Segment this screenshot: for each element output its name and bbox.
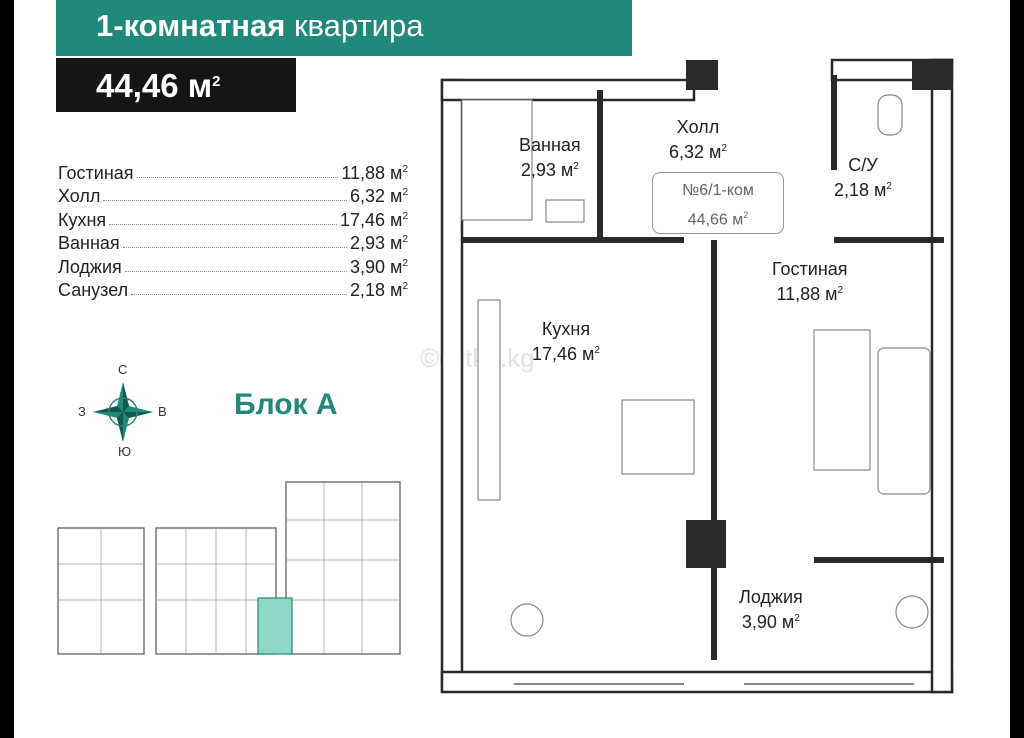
room-name: Холл: [58, 186, 101, 206]
title-bar: 1-комнатная квартира: [56, 0, 632, 56]
selected-unit-highlight: [257, 597, 293, 655]
total-area: 44,46 м: [96, 67, 213, 104]
unit-area: 44,66 м2: [687, 210, 749, 229]
watermark: ©elitka.kg: [420, 343, 535, 373]
room-area: 2,93 м2: [350, 233, 408, 253]
area-unit-sup: 2: [212, 73, 221, 90]
room-name: Кухня: [58, 209, 107, 230]
room-row: Гостиная 11,88 м2: [58, 160, 408, 184]
sofa-icon: [877, 347, 931, 495]
plant-icon: [510, 603, 544, 637]
building-key-plan: [54, 480, 414, 658]
room-row: Ванная 2,93 м2: [58, 231, 408, 255]
leader-dots: [103, 200, 348, 201]
room-row: Холл 6,32 м2: [58, 184, 408, 208]
coffee-table: [813, 329, 871, 471]
total-area-bar: 44,46 м2: [56, 58, 296, 112]
floor-plan-sheet: 1-комнатная квартира 44,46 м2 Гостиная 11…: [14, 0, 1010, 738]
room-name: Ванная: [58, 233, 120, 253]
dining-table: [621, 399, 695, 475]
plant-icon: [895, 595, 929, 629]
apartment-floor-plan: [440, 58, 954, 694]
unit-number-badge: №6/1-ком 44,66 м2: [652, 172, 784, 234]
room-area: 6,32 м2: [350, 186, 408, 206]
room-row: Лоджия 3,90 м2: [58, 254, 408, 278]
block-label: Блок А: [234, 388, 338, 421]
toilet-icon: [877, 94, 903, 136]
leader-dots: [131, 294, 348, 295]
compass-east: В: [158, 404, 167, 419]
room-list: Гостиная 11,88 м2 Холл 6,32 м2 Кухня 17,46 …: [58, 160, 408, 301]
sink-icon: [545, 199, 585, 223]
room-name: Гостиная: [58, 162, 134, 183]
room-area: 2,18 м2: [350, 280, 408, 300]
compass-rose: С Ю З В: [76, 362, 186, 462]
title-rooms: 1-комнатная: [96, 8, 286, 43]
compass-south: Ю: [118, 444, 132, 459]
bathtub-icon: [461, 99, 533, 221]
title-type: квартира: [293, 8, 424, 43]
room-name: Санузел: [58, 280, 129, 300]
room-area: 3,90 м2: [350, 256, 408, 277]
compass-north: С: [118, 362, 128, 377]
kitchen-counter: [477, 299, 501, 501]
room-name: Лоджия: [58, 256, 122, 277]
compass-west: З: [78, 404, 86, 419]
room-row: Кухня 17,46 м2: [58, 207, 408, 231]
leader-dots: [136, 176, 339, 178]
leader-dots: [122, 247, 348, 248]
room-row: Санузел 2,18 м2: [58, 278, 408, 302]
compass-star-icon: [93, 382, 153, 442]
room-area: 17,46 м2: [340, 209, 408, 230]
unit-number: №6/1-ком: [682, 182, 754, 199]
room-area: 11,88 м2: [341, 162, 408, 183]
leader-dots: [124, 270, 348, 272]
leader-dots: [109, 223, 338, 225]
